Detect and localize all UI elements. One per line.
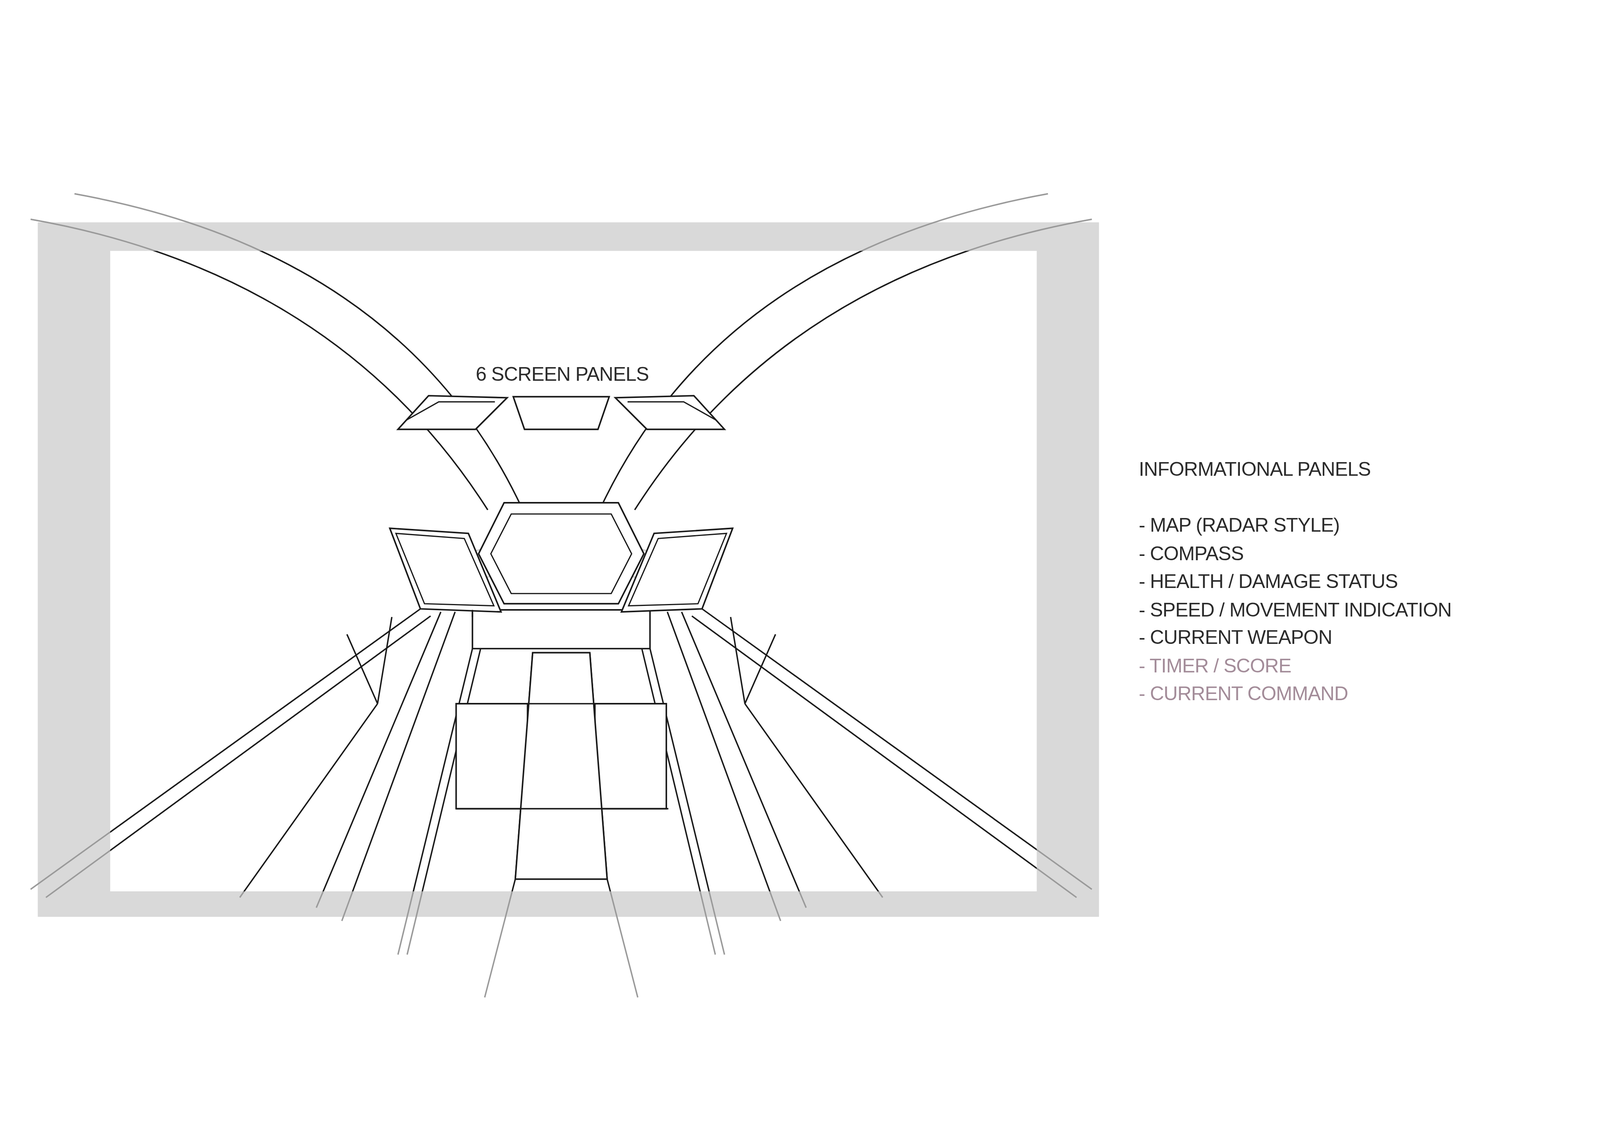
panel-bevel (490, 514, 632, 594)
arch-line (634, 251, 1037, 511)
panel-shape (513, 396, 610, 430)
structure-line (730, 617, 746, 704)
structure-line (110, 608, 421, 890)
list-item: - HEALTH / DAMAGE STATUS (1138, 570, 1398, 594)
structure-line (667, 611, 781, 892)
panel-shape (478, 502, 644, 604)
callout-label: 6 SCREEN PANELS (475, 363, 650, 386)
console-line (471, 609, 474, 618)
structure-line (681, 611, 806, 892)
list-item: - MAP (RADAR STYLE) (1138, 514, 1340, 537)
panel-shape (615, 395, 725, 430)
structure-line (744, 703, 883, 892)
frame-border (37, 222, 1100, 917)
panel-shape (398, 395, 508, 430)
structure-line (239, 703, 378, 892)
console-line (527, 703, 595, 705)
list-item: - COMPASS (1138, 542, 1244, 566)
arch-line (110, 251, 488, 511)
console-line (456, 808, 669, 810)
structure-line (341, 611, 456, 892)
panel-bevel (396, 533, 495, 606)
structure-line (346, 634, 378, 704)
panel-bevel (406, 401, 496, 421)
outside-lines (30, 193, 1092, 998)
structure-line (701, 608, 1037, 890)
frame-window (110, 251, 1037, 892)
structure-line (744, 634, 776, 704)
list-heading: INFORMATIONAL PANELS (1138, 458, 1371, 481)
panel-bevel (627, 401, 717, 421)
structure-line (377, 617, 393, 704)
list-item: - CURRENT WEAPON (1138, 626, 1332, 650)
panel-shape (472, 609, 650, 649)
panel-shape (515, 652, 608, 880)
list-item: - SPEED / MOVEMENT INDICATION (1138, 599, 1452, 622)
arch-line (602, 251, 1037, 506)
structure-line (110, 616, 431, 892)
list-item: - TIMER / SCORE (1138, 654, 1292, 678)
panel-shape (456, 703, 528, 809)
structure-line (691, 616, 1037, 892)
panel-shape (594, 703, 667, 809)
structure-line (316, 611, 441, 892)
arch-line (110, 251, 521, 506)
list-item: - CURRENT COMMAND (1138, 682, 1348, 706)
inside-lines (110, 251, 1037, 892)
panel-bevel (628, 533, 727, 606)
